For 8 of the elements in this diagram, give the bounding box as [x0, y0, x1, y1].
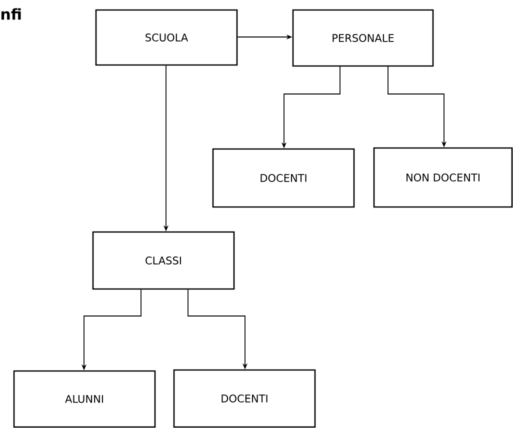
box: DOCENTI	[212, 148, 355, 208]
box: PERSONALE	[292, 9, 434, 67]
box: NON DOCENTI	[373, 147, 513, 208]
box: CLASSI	[92, 231, 235, 290]
heading-fragment: nfi	[1, 8, 21, 20]
box: SCUOLA	[95, 9, 238, 66]
box: DOCENTI	[173, 369, 316, 428]
box: ALUNNI	[13, 370, 156, 428]
